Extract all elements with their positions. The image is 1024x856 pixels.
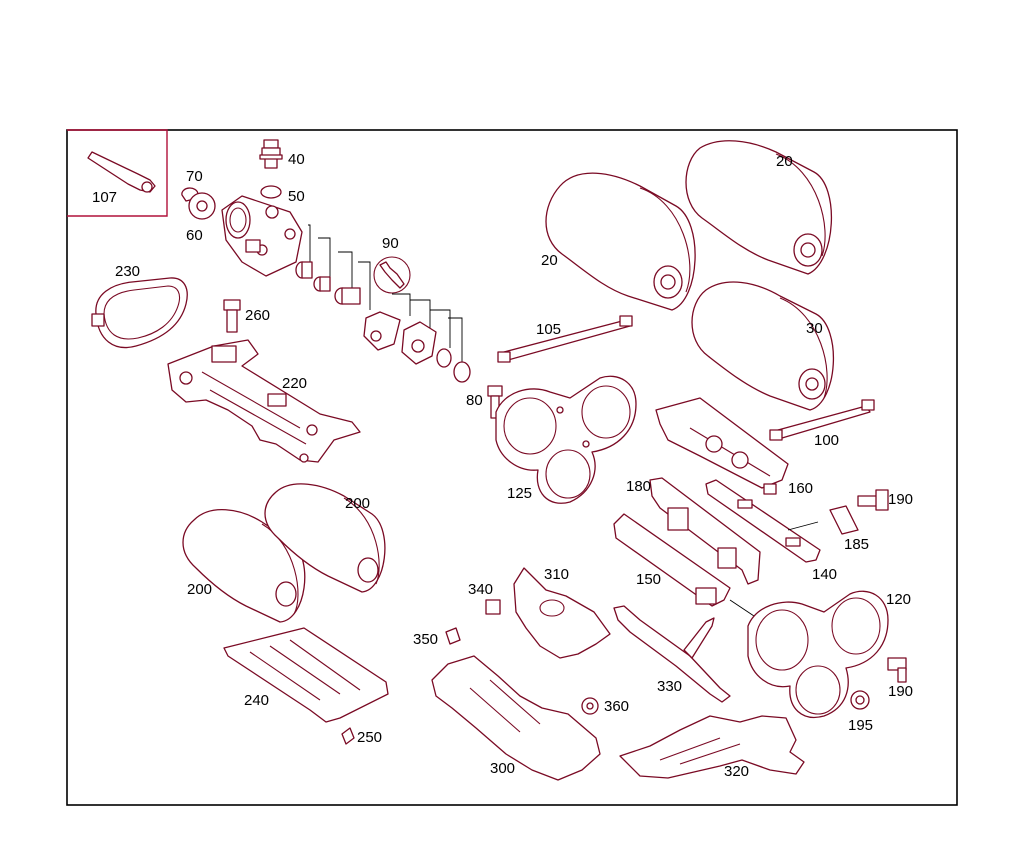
part-160-rail[interactable]	[655, 397, 789, 495]
callout-220[interactable]: 220	[282, 375, 307, 392]
part-20-tank-left[interactable]	[545, 172, 696, 311]
callout-105[interactable]: 105	[536, 321, 561, 338]
part-200-tank-right[interactable]	[264, 483, 386, 593]
part-220-bracket[interactable]	[167, 339, 361, 463]
callout-150[interactable]: 150	[636, 571, 661, 588]
callout-125[interactable]: 125	[507, 485, 532, 502]
diagram-frame	[66, 129, 958, 806]
callout-90[interactable]: 90	[382, 235, 399, 252]
part-320-cover[interactable]	[619, 715, 805, 779]
part-90-fitting-5[interactable]	[401, 321, 437, 365]
part-310-cover[interactable]	[513, 567, 611, 659]
part-200-tank-left[interactable]	[182, 508, 306, 623]
part-90-tool[interactable]	[373, 256, 411, 294]
part-185-clip[interactable]	[829, 505, 859, 535]
callout-160[interactable]: 160	[788, 480, 813, 497]
part-107-tube[interactable]	[87, 151, 156, 193]
callout-60[interactable]: 60	[186, 227, 203, 244]
callout-140[interactable]: 140	[812, 566, 837, 583]
callout-50[interactable]: 50	[288, 188, 305, 205]
callout-300[interactable]: 300	[490, 760, 515, 777]
callout-260[interactable]: 260	[245, 307, 270, 324]
callout-185[interactable]: 185	[844, 536, 869, 553]
part-340-clip[interactable]	[485, 599, 501, 615]
part-125-bracket[interactable]	[495, 375, 637, 504]
part-300-cover[interactable]	[431, 655, 601, 781]
callout-120[interactable]: 120	[886, 591, 911, 608]
part-360-nut[interactable]	[581, 697, 599, 715]
callout-190-lower[interactable]: 190	[888, 683, 913, 700]
part-190-bolt-lower[interactable]	[887, 657, 907, 683]
part-40-fitting[interactable]	[259, 139, 283, 169]
part-90-fitting-3[interactable]	[334, 287, 361, 305]
callout-240[interactable]: 240	[244, 692, 269, 709]
callout-330[interactable]: 330	[657, 678, 682, 695]
callout-180[interactable]: 180	[626, 478, 651, 495]
callout-200-upper[interactable]: 200	[345, 495, 370, 512]
callout-360[interactable]: 360	[604, 698, 629, 715]
part-330-bracket[interactable]	[613, 605, 731, 703]
part-100-strap[interactable]	[769, 399, 875, 441]
part-50-seal[interactable]	[260, 185, 282, 199]
callout-310[interactable]: 310	[544, 566, 569, 583]
part-90-ring-1[interactable]	[436, 348, 452, 368]
part-30-tank[interactable]	[691, 281, 834, 411]
part-180-bracket[interactable]	[649, 477, 761, 585]
callout-107[interactable]: 107	[92, 189, 117, 206]
callout-30[interactable]: 30	[806, 320, 823, 337]
part-150-bracket[interactable]	[613, 513, 731, 607]
callout-195[interactable]: 195	[848, 717, 873, 734]
callout-20-lower[interactable]: 20	[541, 252, 558, 269]
part-90-fitting-1[interactable]	[295, 261, 313, 279]
callout-320[interactable]: 320	[724, 763, 749, 780]
part-140-rail[interactable]	[705, 479, 821, 563]
part-120-bracket[interactable]	[747, 590, 889, 718]
callout-40[interactable]: 40	[288, 151, 305, 168]
callout-70[interactable]: 70	[186, 168, 203, 185]
leader-lines-90	[308, 224, 463, 366]
part-20-tank-right[interactable]	[685, 140, 832, 275]
part-60-washer[interactable]	[188, 192, 216, 220]
callout-200-lower[interactable]: 200	[187, 581, 212, 598]
part-90-ring-2[interactable]	[453, 361, 471, 383]
part-190-bolt-upper[interactable]	[857, 489, 889, 511]
part-240-shield[interactable]	[223, 627, 389, 723]
callout-80[interactable]: 80	[466, 392, 483, 409]
callout-20-upper[interactable]: 20	[776, 153, 793, 170]
callout-340[interactable]: 340	[468, 581, 493, 598]
callout-230[interactable]: 230	[115, 263, 140, 280]
part-250-clip[interactable]	[341, 727, 355, 745]
part-105-strap[interactable]	[497, 315, 633, 363]
part-350-clip[interactable]	[445, 627, 461, 645]
part-230-strap[interactable]	[91, 277, 188, 349]
part-260-bolt[interactable]	[223, 299, 241, 333]
callout-250[interactable]: 250	[357, 729, 382, 746]
callout-100[interactable]: 100	[814, 432, 839, 449]
part-regulator-block[interactable]	[221, 195, 303, 277]
part-90-fitting-4[interactable]	[363, 311, 401, 351]
inset-box-107	[67, 129, 168, 217]
part-195-nut[interactable]	[850, 690, 870, 710]
callout-350[interactable]: 350	[413, 631, 438, 648]
part-90-fitting-2[interactable]	[313, 276, 331, 292]
callout-190-upper[interactable]: 190	[888, 491, 913, 508]
